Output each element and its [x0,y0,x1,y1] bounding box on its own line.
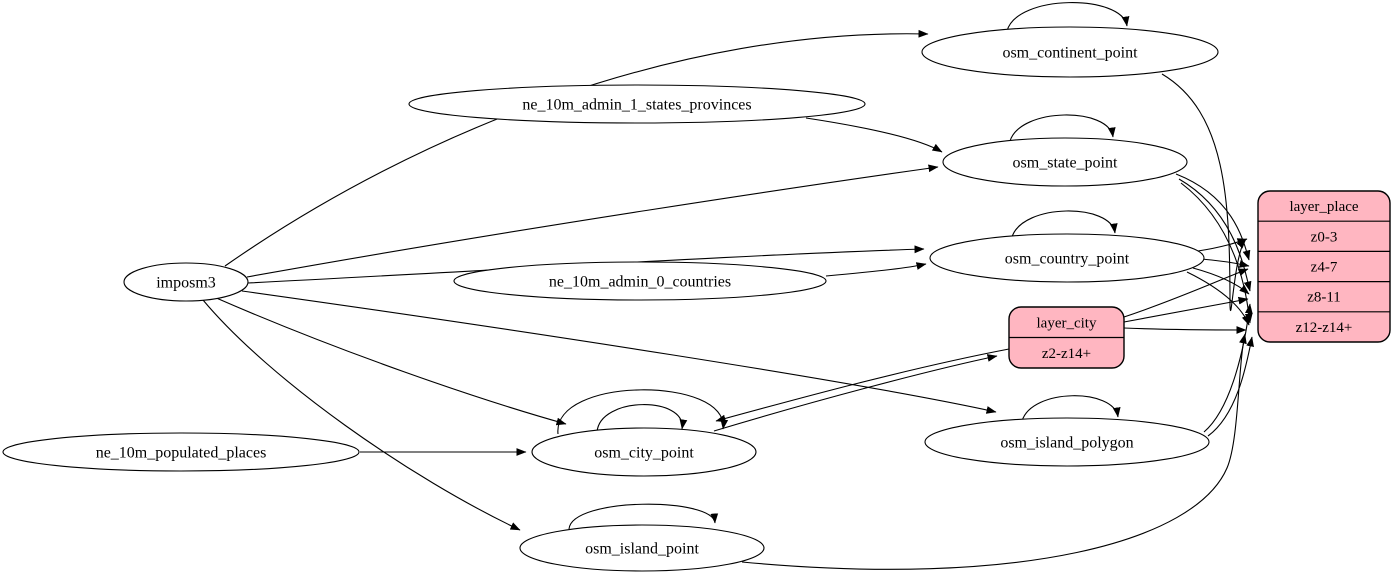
edge-imposm3-to-osm_island_polygon [241,290,997,414]
edge-imposm3-to-osm_state_point [246,164,939,278]
node-osm_state_point: osm_state_point [942,137,1188,187]
self-loop-edge-osm_country_point [1011,210,1118,238]
node-label-ne_10m_admin_1_states_provinces: ne_10m_admin_1_states_provinces [522,97,751,114]
node-imposm3: imposm3 [123,262,249,302]
node-label-osm_island_polygon: osm_island_polygon [1000,435,1133,452]
node-shape-osm_country_point [929,233,1205,283]
edge-osm_island_polygon-to-layer_place:z8-11 [1203,303,1253,433]
edge-ne_10m_admin_0_countries-to-osm_country_point [825,262,927,277]
node-ne_10m_admin_0_countries: ne_10m_admin_0_countries [453,261,827,301]
record-row-layer_city-layer_city: layer_city [1037,315,1097,331]
record-row-layer_place-z12-z14+: z12-z14+ [1296,320,1353,336]
node-shape-osm_city_point [531,427,757,477]
edge-osm_island_point-to-layer_place:z12-z14+ [741,333,1247,570]
node-shape-imposm3 [123,262,249,302]
edge-osm_state_point-to-layer_place:z8-11 [1178,178,1252,292]
edge-layer_city-to-layer_place:z4-7 [1123,268,1249,318]
node-label-osm_island_point: osm_island_point [585,541,699,558]
node-shape-osm_island_polygon [924,417,1210,467]
record-layer_place: layer_place z0-3 z4-7 z8-11 z12-z14+ [1257,190,1391,343]
node-osm_city_point: osm_city_point [531,427,757,477]
node-osm_continent_point: osm_continent_point [921,26,1219,78]
record-row-layer_place-z4-7: z4-7 [1311,260,1338,276]
edge-imposm3-to-osm_continent_point [224,29,929,267]
edge-layer_city-to-osm_city_point [715,348,1010,423]
node-shape-osm_island_point [519,524,765,572]
record-row-layer_city-z2-z14+: z2-z14+ [1042,346,1091,362]
edge-layer_city-to-layer_place:z8-11 [1123,296,1249,323]
edge-osm_country_point-to-layer_place:z12-z14+ [1186,271,1250,326]
self-loop-edge-osm_city_point [596,404,688,433]
node-osm_island_point: osm_island_point [519,524,765,572]
edge-osm_continent_point-to-layer_place:z0-3 [1161,73,1247,311]
node-label-ne_10m_admin_0_countries: ne_10m_admin_0_countries [549,274,731,291]
self-loop-edge-osm_island_polygon [1021,395,1121,422]
node-ne_10m_populated_places: ne_10m_populated_places [2,432,360,472]
node-ne_10m_admin_1_states_provinces: ne_10m_admin_1_states_provinces [408,84,866,124]
node-label-osm_continent_point: osm_continent_point [1002,45,1138,62]
node-label-osm_state_point: osm_state_point [1013,155,1118,172]
edge-osm_state_point-to-layer_place:z4-7 [1175,173,1251,261]
self-loop-edge-osm_continent_point [1006,2,1130,32]
self-loop-edge-osm_city_point [557,389,729,435]
record-row-layer_place-z8-11: z8-11 [1307,290,1341,306]
record-row-layer_place-layer_place: layer_place [1289,199,1358,215]
node-osm_country_point: osm_country_point [929,233,1205,283]
record-row-layer_place-z0-3: z0-3 [1311,229,1338,245]
edge-osm_island_polygon-to-layer_place:z12-z14+ [1207,336,1254,437]
edge-imposm3-to-osm_island_point [202,299,521,531]
edge-osm_country_point-to-layer_place:z8-11 [1192,267,1250,295]
edge-osm_country_point-to-layer_place:z4-7 [1200,258,1250,268]
edge-imposm3-to-osm_city_point [213,296,567,426]
node-shape-osm_state_point [942,137,1188,187]
edge-layer_city-to-layer_place:z12-z14+ [1123,326,1247,334]
node-osm_island_polygon: osm_island_polygon [924,417,1210,467]
edge-osm_city_point-to-layer_city:z2-z14+ [713,354,998,432]
node-label-osm_city_point: osm_city_point [594,445,694,462]
node-shape-osm_continent_point [921,26,1219,78]
node-label-osm_country_point: osm_country_point [1005,251,1130,268]
node-label-ne_10m_populated_places: ne_10m_populated_places [96,445,267,462]
record-layer_city: layer_city z2-z14+ [1008,306,1125,369]
node-shape-ne_10m_admin_0_countries [453,261,827,301]
self-loop-edge-osm_island_point [568,503,719,530]
edge-ne_10m_admin_1_states_provinces-to-osm_state_point [805,117,943,153]
node-shape-ne_10m_admin_1_states_provinces [408,84,866,124]
node-shape-ne_10m_populated_places [2,432,360,472]
self-loop-edge-osm_state_point [1009,114,1116,142]
node-label-imposm3: imposm3 [156,275,216,292]
edge-osm_country_point-to-layer_place:z0-3 [1197,238,1248,252]
record-shape-layer_place [1257,190,1391,343]
